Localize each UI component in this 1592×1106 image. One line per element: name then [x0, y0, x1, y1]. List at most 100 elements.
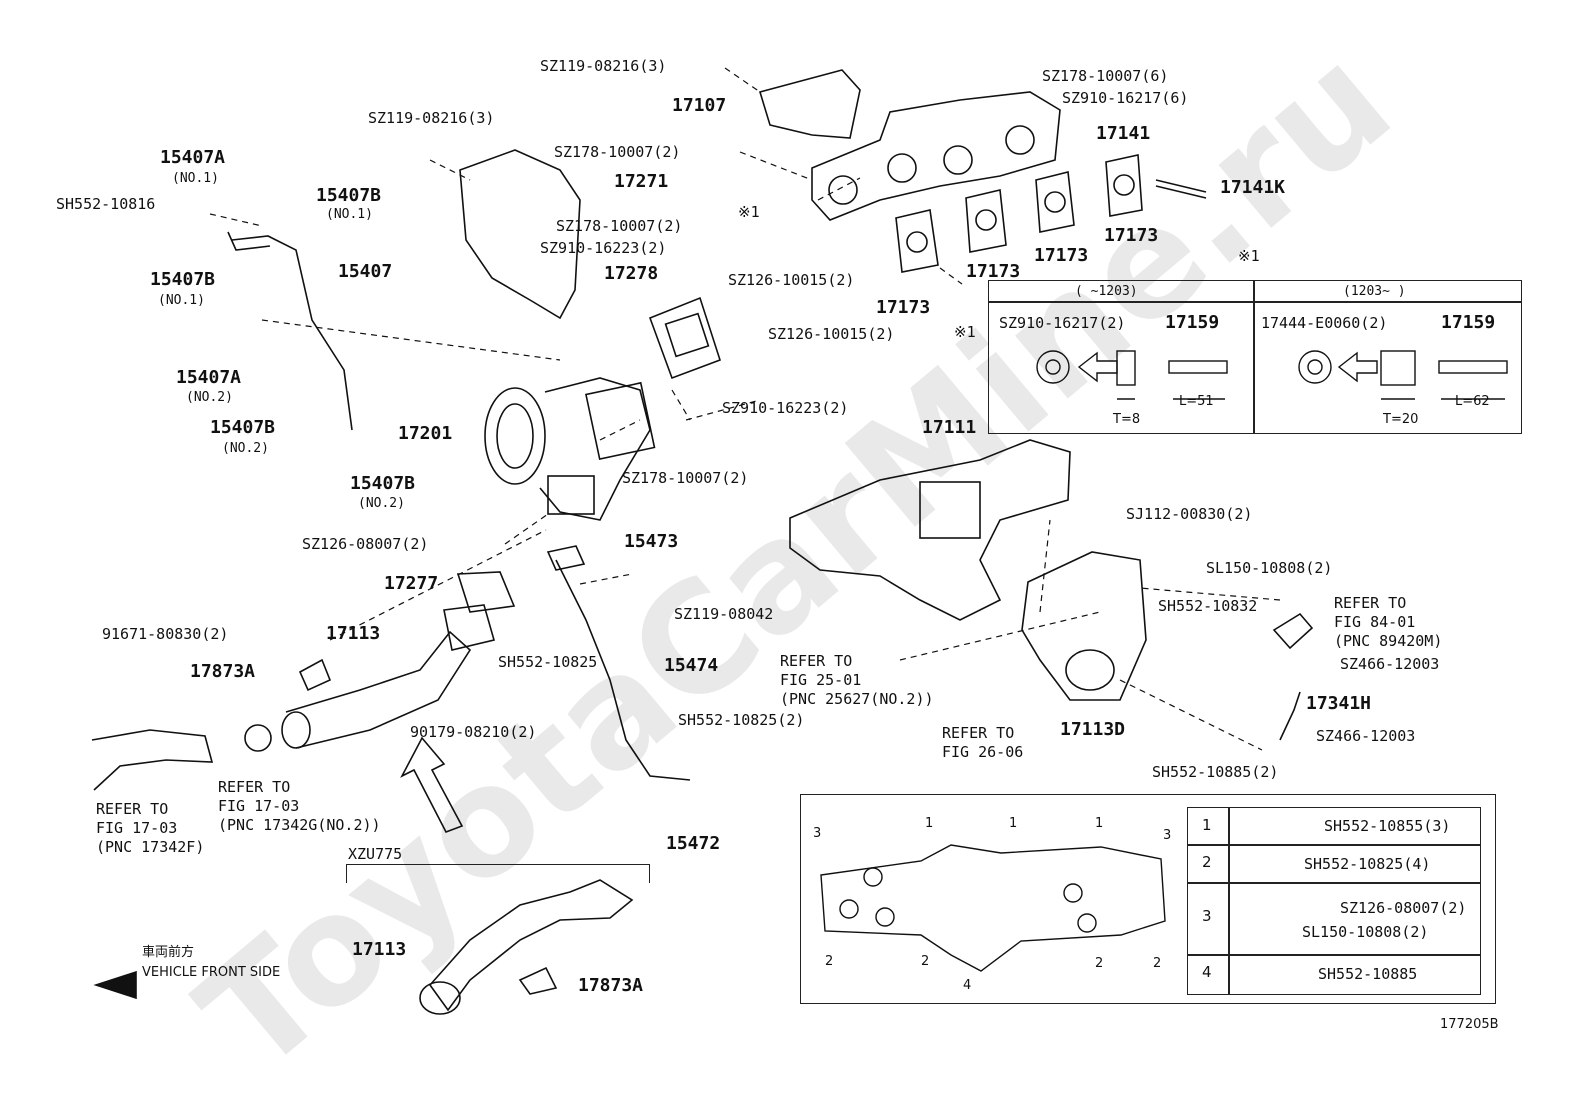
washer-right: 17444-E0060(2) [1261, 314, 1388, 332]
callout-fastener: SH552-10825(2) [678, 711, 805, 729]
callout-fastener: SZ178-10007(2) [622, 469, 749, 487]
callout-17873a: 17873A [190, 661, 256, 682]
star-mark: ※1 [738, 203, 760, 221]
callout-17141: 17141 [1096, 123, 1151, 144]
callout-17277: 17277 [384, 573, 439, 594]
refer-note: REFER TO FIG 17-03 (PNC 17342G(NO.2)) [218, 778, 381, 834]
legend-part: SH552-10825(4) [1304, 855, 1431, 873]
callout-17278: 17278 [604, 263, 659, 284]
flange-outline [820, 844, 1166, 972]
callout-17173: 17173 [1104, 225, 1159, 246]
refer-note: REFER TO FIG 17-03 (PNC 17342F) [96, 800, 205, 856]
legend-num: 4 [1202, 963, 1212, 981]
callout-17173: 17173 [876, 297, 931, 318]
callout-fastener: SZ126-08007(2) [302, 535, 429, 553]
washer-stud-drawings [1036, 350, 1508, 400]
callout-note: (NO.1) [326, 207, 373, 222]
heat-insulator-17107 [758, 69, 861, 139]
variant-bracket [346, 864, 650, 883]
legend-num: 1 [1202, 816, 1212, 834]
flange-mark: 2 [1153, 956, 1162, 971]
callout-fastener: SZ178-10007(2) [556, 217, 683, 235]
callout-15407a-no1: 15407A [160, 147, 226, 168]
flange-mark: 4 [963, 978, 972, 993]
callout-17873a-xzu775: 17873A [578, 975, 644, 996]
heat-insulator-17271 [459, 149, 581, 320]
converter-17113d [1021, 551, 1147, 701]
refer-note: REFER TO FIG 25-01 (PNC 25627(NO.2)) [780, 652, 934, 708]
flange-mark: 2 [921, 954, 930, 969]
refer-note: REFER TO FIG 26-06 [942, 724, 1024, 761]
bracket-17873a [298, 658, 332, 692]
callout-17113d: 17113D [1060, 719, 1126, 740]
gasket-17277 [456, 571, 516, 613]
thickness-right: T=20 [1383, 412, 1419, 427]
exhaust-pipe-17113-xzu775 [428, 879, 634, 1012]
callout-15407a-no2: 15407A [176, 367, 242, 388]
callout-fastener: SZ126-10015(2) [728, 271, 855, 289]
callout-note: (NO.2) [222, 441, 269, 456]
callout-17201: 17201 [398, 423, 453, 444]
callout-fastener: SH552-10885(2) [1152, 763, 1279, 781]
callout-note: (NO.1) [158, 293, 205, 308]
legend-part: SZ126-08007(2) [1340, 899, 1467, 917]
period-right: (1203~ ) [1343, 284, 1406, 299]
callout-17341h: 17341H [1306, 693, 1372, 714]
callout-note: (NO.1) [172, 171, 219, 186]
length-right: L=62 [1455, 394, 1490, 409]
hose-clamp [244, 724, 272, 752]
callout-note: (NO.2) [358, 496, 405, 511]
callout-17271: 17271 [614, 171, 669, 192]
callout-fastener: SH552-10832 [1158, 597, 1258, 615]
callout-15407b-no2: 15407B [350, 473, 416, 494]
flange-mark: 3 [813, 826, 822, 841]
callout-fastener: SZ119-08216(3) [540, 57, 667, 75]
diagram-id: 177205B [1440, 1017, 1499, 1032]
legend-part: SL150-10808(2) [1302, 923, 1429, 941]
callout-fastener: SZ910-16223(2) [540, 239, 667, 257]
exhaust-pipe-17113 [285, 630, 472, 749]
thickness-left: T=8 [1113, 412, 1141, 427]
turbocharger-17201 [539, 377, 651, 521]
vehicle-front-arrow [93, 970, 137, 1000]
gasket-17173 [1035, 171, 1075, 233]
callout-17107: 17107 [672, 95, 727, 116]
callout-note: (NO.2) [186, 390, 233, 405]
hose-17341h [1279, 691, 1301, 741]
callout-15407: 15407 [338, 261, 393, 282]
legend-part: SH552-10885 [1318, 965, 1418, 983]
oil-line-15407 [231, 235, 353, 431]
callout-fastener: SZ119-08042 [674, 605, 774, 623]
callout-fastener: SZ466-12003 [1340, 655, 1440, 673]
callout-fastener: SH552-10825 [498, 653, 598, 671]
vehicle-front-jp: 車両前方 [142, 945, 195, 960]
callout-15472: 15472 [666, 833, 721, 854]
callout-fastener: SZ910-16223(2) [722, 399, 849, 417]
table-mark: ※1 [1238, 247, 1260, 265]
callout-17141k: 17141K [1220, 177, 1286, 198]
vehicle-front-en: VEHICLE FRONT SIDE [142, 965, 281, 980]
callout-fastener: SZ910-16217(6) [1062, 89, 1189, 107]
legend-num: 3 [1202, 907, 1212, 925]
callout-17113: 17113 [326, 623, 381, 644]
manifold-17111 [789, 439, 1071, 621]
bolt-legend: 1 SH552-10855(3) 2 SH552-10825(4) 3 SZ12… [1187, 807, 1481, 995]
washer-left: SZ910-16217(2) [999, 314, 1126, 332]
callout-fastener: SJ112-00830(2) [1126, 505, 1253, 523]
callout-15407b-no1: 15407B [150, 269, 216, 290]
exhaust-manifold-17141 [811, 91, 1061, 221]
callout-fastener: SZ119-08216(3) [368, 109, 495, 127]
callout-17173: 17173 [1034, 245, 1089, 266]
callout-15407b-no1: 15407B [316, 185, 382, 206]
callout-fastener: 90179-08210(2) [410, 723, 537, 741]
star-mark: ※1 [954, 323, 976, 341]
callout-15474: 15474 [664, 655, 719, 676]
flange-mark: 1 [1009, 816, 1018, 831]
callout-17173: 17173 [966, 261, 1021, 282]
gasket-17173 [965, 189, 1007, 253]
callout-fastener: SZ178-10007(2) [554, 143, 681, 161]
flange-mark: 2 [1095, 956, 1104, 971]
callout-fastener: 91671-80830(2) [102, 625, 229, 643]
gasket-17173 [895, 209, 939, 273]
